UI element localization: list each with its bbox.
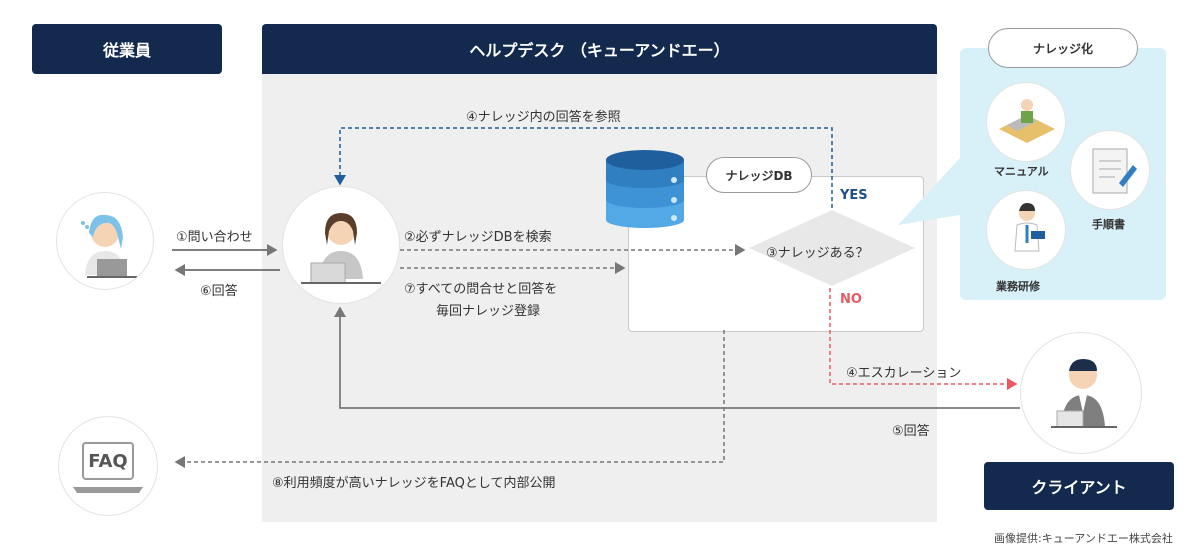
- training-label: 業務研修: [996, 280, 1040, 293]
- employee-person-icon: [81, 214, 137, 278]
- manual-desk-icon: [999, 99, 1055, 143]
- arrow-answer5: [334, 306, 1020, 409]
- decision-diamond: [749, 210, 915, 286]
- knowledge-pill-label: ナレッジ化: [1032, 41, 1093, 56]
- knowledge-pill: ナレッジ化: [988, 28, 1138, 68]
- employee-header-label: 従業員: [102, 41, 151, 60]
- step7-label-line1: ⑦すべての問合せと回答を: [404, 282, 558, 297]
- knowledge-db-pill-label: ナレッジDB: [725, 168, 793, 183]
- step4a-label: ④ナレッジ内の回答を参照: [466, 110, 621, 125]
- arrow-refer: [334, 127, 833, 208]
- step3-label: ③ナレッジある？: [766, 246, 869, 261]
- laptop-icon: [73, 442, 143, 493]
- employee-avatar: [56, 192, 154, 290]
- helpdesk-header: ヘルプデスク （キューアンドエー）: [262, 24, 937, 74]
- manual-label: マニュアル: [994, 165, 1049, 178]
- yes-label: YES: [840, 188, 868, 203]
- manual-image: [986, 82, 1066, 162]
- client-person-icon: [1051, 359, 1117, 428]
- step8-label: ⑧利用頻度が高いナレッジをFAQとして内部公開: [272, 476, 556, 491]
- step4b-label: ④エスカレーション: [846, 366, 962, 381]
- knowledge-db-pill: ナレッジDB: [706, 157, 812, 193]
- document-pen-icon: [1092, 148, 1137, 194]
- step5-label: ⑤回答: [892, 424, 930, 439]
- procedure-image: [1070, 130, 1150, 210]
- bubble-tail: [898, 158, 990, 225]
- employee-header: 従業員: [32, 24, 222, 74]
- client-header-label: クライアント: [1031, 478, 1127, 497]
- helpdesk-operator-avatar: [282, 186, 400, 304]
- step2-label: ②必ずナレッジDBを検索: [404, 230, 552, 245]
- training-image: [986, 190, 1066, 270]
- no-label: NO: [840, 292, 862, 307]
- step1-label: ①問い合わせ: [176, 230, 253, 245]
- client-avatar: [1020, 332, 1142, 454]
- faq-label: FAQ: [88, 451, 128, 472]
- client-header: クライアント: [984, 462, 1174, 510]
- faq-avatar: FAQ: [58, 416, 158, 516]
- arrow-escalation: [829, 288, 1018, 390]
- procedure-label: 手順書: [1092, 218, 1125, 231]
- helpdesk-header-label: ヘルプデスク （キューアンドエー）: [469, 41, 730, 60]
- step6-label: ⑥回答: [200, 284, 238, 299]
- arrow-faq: [174, 330, 725, 468]
- trainer-person-icon: [1014, 203, 1045, 252]
- image-credit: 画像提供:キューアンドエー株式会社: [994, 532, 1173, 545]
- operator-person-icon: [301, 213, 381, 284]
- database-icon: [606, 150, 684, 228]
- step7-label-line2: 毎回ナレッジ登録: [436, 304, 541, 319]
